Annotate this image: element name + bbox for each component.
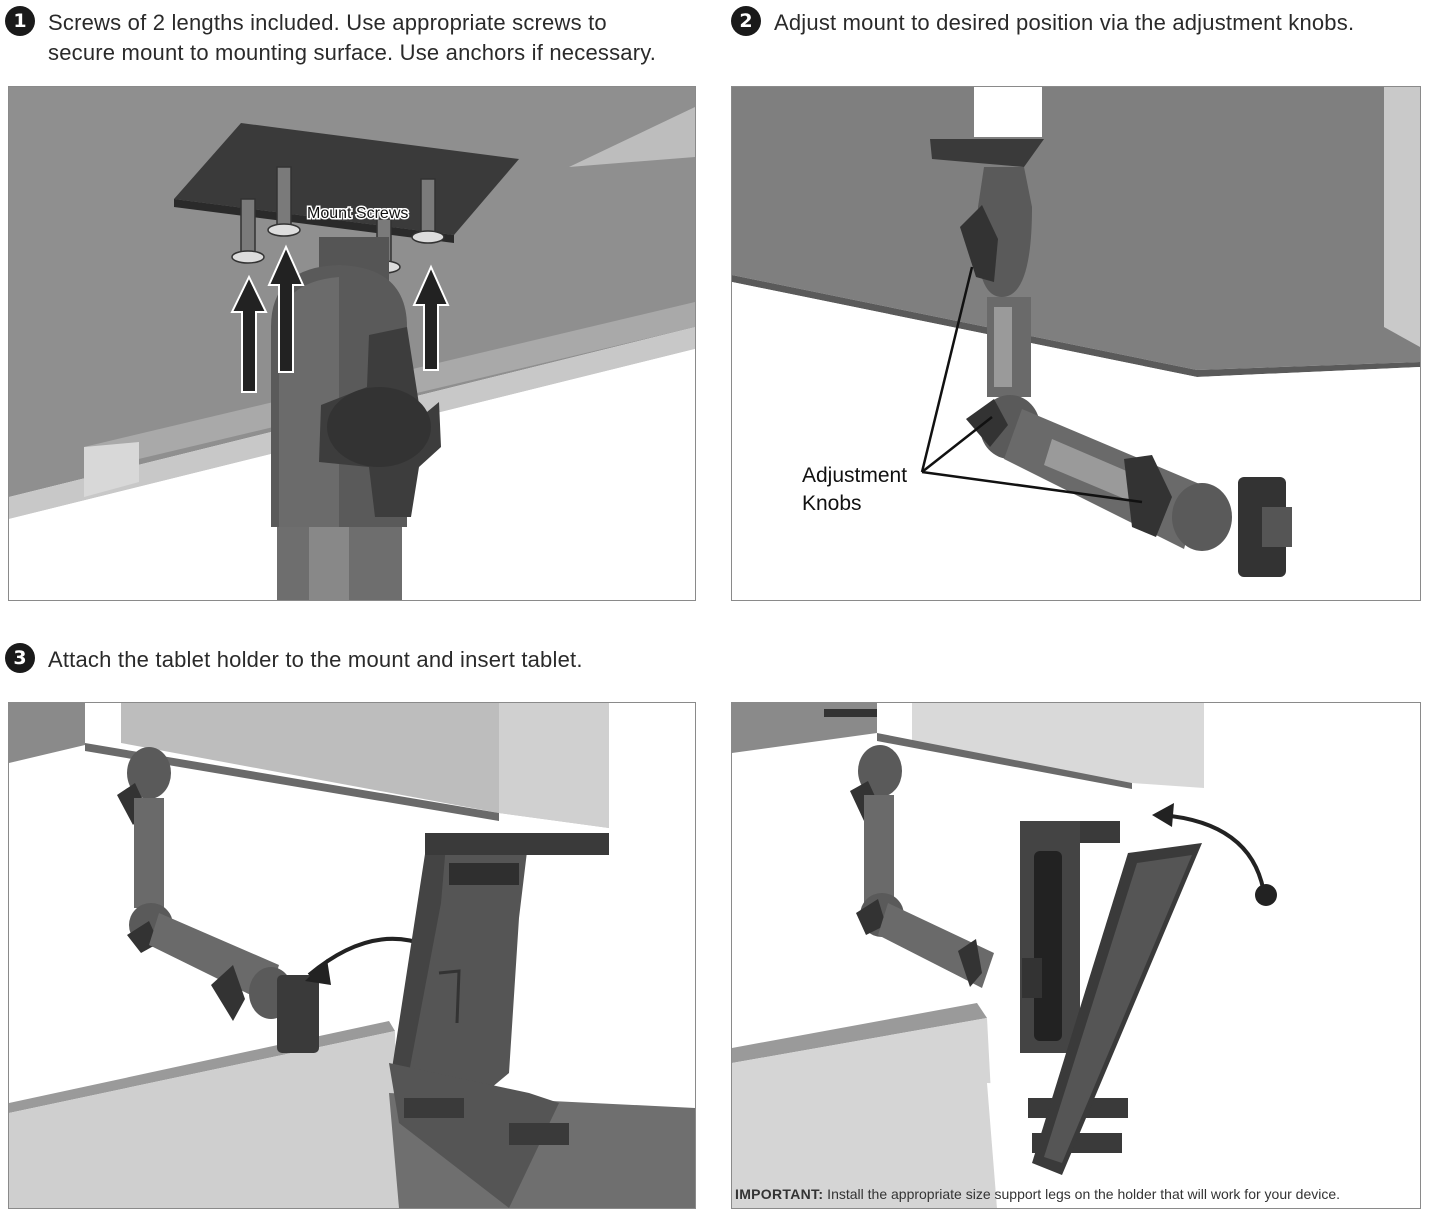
panel-3-illustration: [9, 703, 695, 1208]
step-3-heading: 3 Attach the tablet holder to the mount …: [5, 643, 583, 675]
adjustment-knob-icon: [856, 899, 886, 935]
counter-front: [732, 1018, 997, 1208]
step-number-badge: 2: [731, 6, 761, 36]
adjustment-knob-icon: [958, 939, 982, 987]
step-1-text: Screws of 2 lengths included. Use approp…: [48, 8, 656, 68]
panel-1-illustration: Mount Screws: [9, 87, 695, 600]
cabinet-side: [9, 703, 85, 763]
curved-arrow-icon: [1161, 813, 1266, 894]
step-3-text: Attach the tablet holder to the mount an…: [48, 647, 583, 672]
adjustment-knob-icon: [1124, 455, 1172, 537]
panel-3-attach-holder: [8, 702, 696, 1209]
mount-end-plate: [277, 975, 319, 1053]
cabinet-bottom: [121, 703, 609, 828]
adjustment-knob-icon: [966, 399, 1008, 447]
panel-2-illustration: Adjustment Knobs: [732, 87, 1420, 600]
adjustment-knob-icon: [960, 205, 998, 282]
mount-plate: [930, 139, 1044, 167]
panel-1-install-screws: Mount Screws: [8, 86, 696, 601]
mount-vertical-arm: [864, 795, 894, 905]
cabinet-underside: [732, 87, 1420, 370]
mount-diagonal-arm: [149, 913, 279, 1003]
step-2-heading: 2 Adjust mount to desired position via t…: [731, 6, 1355, 38]
counter-front: [9, 1031, 399, 1208]
adjustment-knobs-callout-line-2: Knobs: [802, 492, 862, 515]
adjustment-knob-icon: [211, 965, 245, 1021]
step-1-text-line-2: secure mount to mounting surface. Use an…: [48, 40, 657, 65]
adjustment-knob-icon: [319, 327, 441, 517]
panel-2-adjust-mount: Adjustment Knobs: [731, 86, 1421, 601]
important-note-text: Install the appropriate size support leg…: [823, 1186, 1341, 1202]
step-1-text-line-1: Screws of 2 lengths included. Use approp…: [48, 10, 607, 35]
step-number-badge: 1: [5, 6, 35, 36]
step-1-heading: 1 Screws of 2 lengths included. Use appr…: [5, 6, 656, 68]
tablet-holder: [389, 833, 609, 1208]
step-number-badge: 3: [5, 643, 35, 673]
mount-vertical-arm: [134, 798, 164, 908]
counter-edge: [732, 1003, 987, 1063]
step-2-text: Adjust mount to desired position via the…: [774, 10, 1355, 35]
mount-lower-joint: [1172, 483, 1232, 551]
adjustment-knobs-callout-line-1: Adjustment: [802, 464, 907, 487]
important-label: IMPORTANT:: [735, 1186, 824, 1202]
panel-4-insert-tablet: IMPORTANT: Install the appropriate size …: [731, 702, 1421, 1209]
cabinet-bottom: [912, 703, 1204, 788]
important-note: IMPORTANT: Install the appropriate size …: [735, 1186, 1340, 1202]
mount-upper-joint: [127, 747, 171, 799]
upward-arrow-icons: [230, 244, 450, 393]
callout-leader-lines: [920, 266, 1143, 504]
mount-screws-callout: Mount Screws: [307, 205, 408, 222]
panel-4-illustration: [732, 703, 1367, 1208]
